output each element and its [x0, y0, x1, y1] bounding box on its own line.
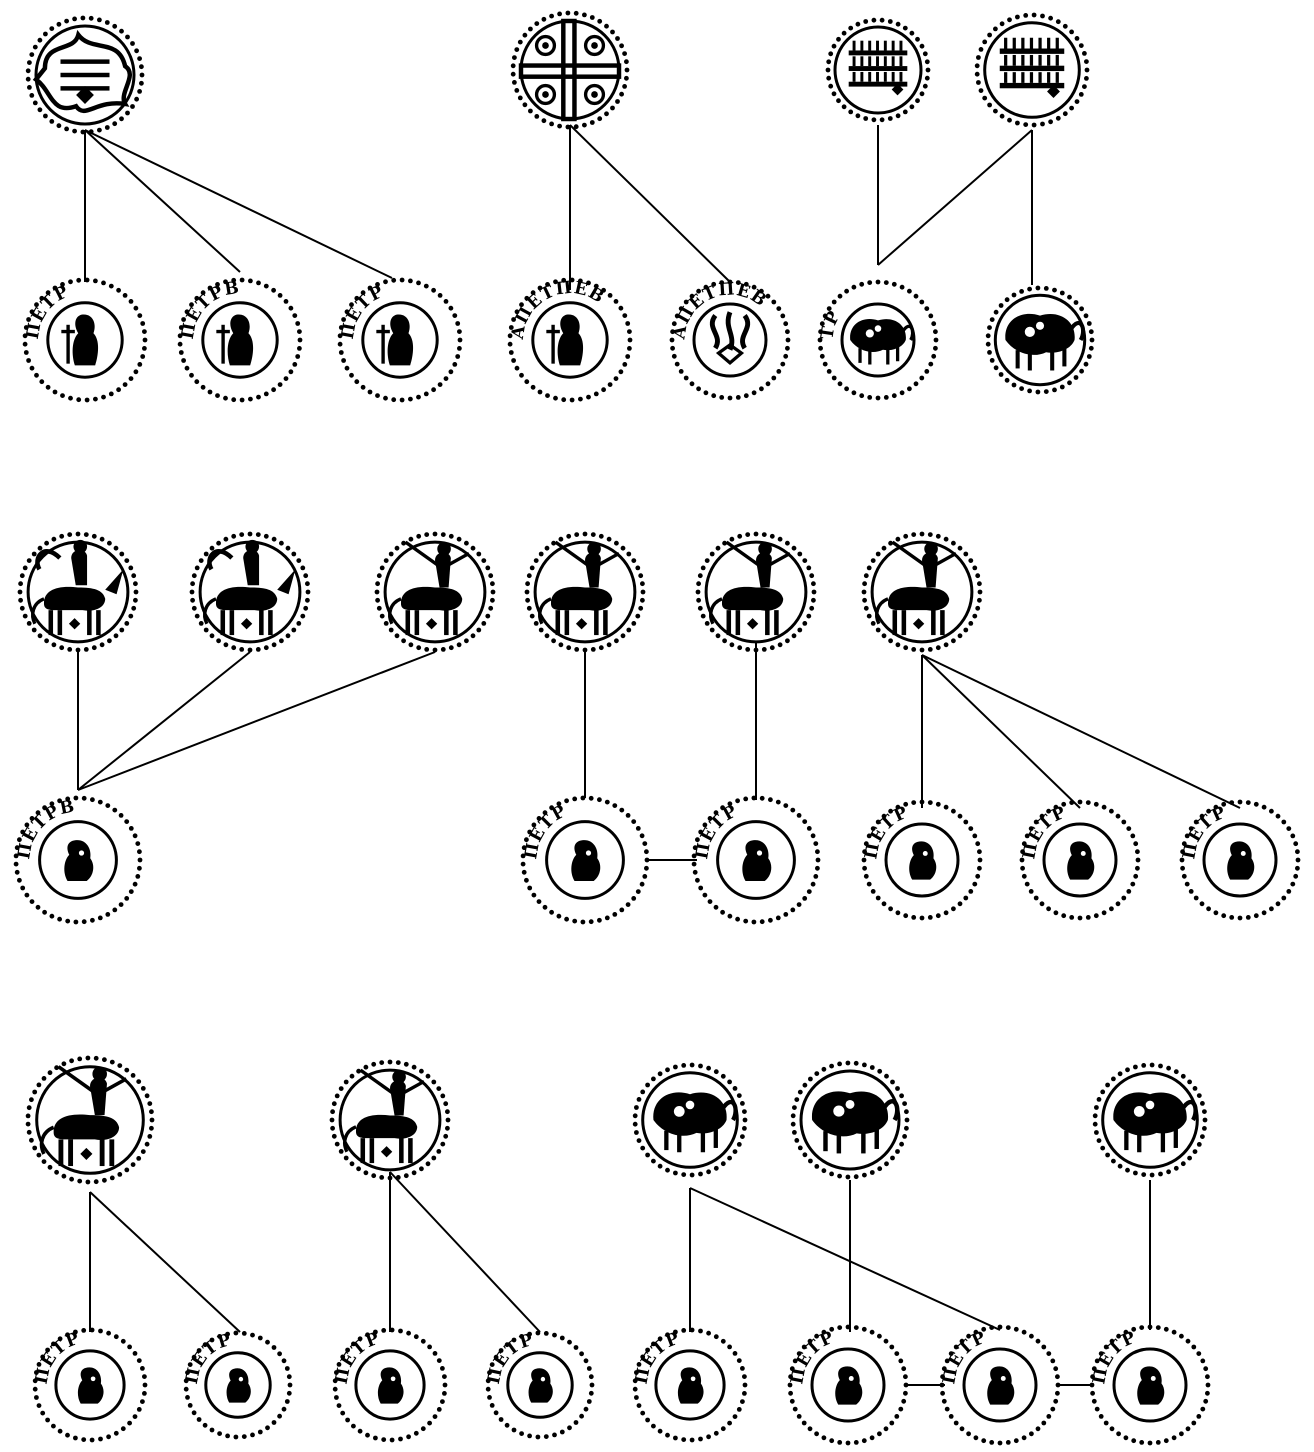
- die-link-line: [390, 1172, 540, 1332]
- coin-bust: ПЕТРВ: [14, 796, 143, 925]
- coin-ornament: [26, 16, 145, 135]
- coin-centaur: [26, 1056, 155, 1185]
- coin-script: [975, 13, 1090, 128]
- coin-bust: ПЕТР: [787, 1325, 908, 1446]
- die-links: [78, 125, 1240, 1385]
- coin-bust: ПЕТР: [861, 800, 982, 921]
- coin-centaur: [330, 1060, 451, 1181]
- die-link-line: [78, 652, 250, 790]
- coin-legend-text: ПЕТРВ: [14, 796, 77, 860]
- die-link-line: [878, 130, 1032, 265]
- coin-knot: АПЕТПЕВ: [669, 279, 790, 400]
- coin-bust: ПЕТР: [692, 796, 821, 925]
- coin-beast: [791, 1061, 910, 1180]
- coin-bust: ПЕТР: [32, 1328, 148, 1443]
- coin-bust: ПЕТР: [332, 1328, 448, 1443]
- coin-beast: [633, 1063, 748, 1178]
- die-link-line: [85, 130, 392, 278]
- coin-beast-fragment: [986, 286, 1095, 395]
- coin-bust: ПЕТР: [484, 1330, 595, 1440]
- coin-bust: ПЕТР: [1019, 800, 1140, 921]
- coin-saint: ПЕТРВ: [178, 278, 303, 403]
- coin-cross: [511, 11, 630, 130]
- coin-rider: [18, 532, 139, 653]
- coin-centaur: [375, 532, 496, 653]
- die-link-line: [85, 130, 240, 272]
- coin-saint: ПЕТР: [23, 278, 148, 403]
- die-link-line: [78, 652, 435, 790]
- coin-bust: ПЕТР: [1089, 1325, 1210, 1446]
- die-link-line: [690, 1188, 1000, 1330]
- die-link-line: [570, 125, 730, 282]
- coin-bust: ПЕТР: [521, 796, 650, 925]
- coin-bust: ПЕТР: [182, 1330, 293, 1440]
- die-link-line: [922, 655, 1080, 808]
- coin-centaur: [525, 532, 646, 653]
- coin-beast: ТР: [817, 280, 938, 401]
- coin-saint: АПЕТПЕВ: [508, 278, 633, 403]
- coin-bust: ПЕТР: [939, 1325, 1060, 1446]
- coin-legend-text: ПЕТРВ: [178, 278, 242, 341]
- coin-bust: ПЕТР: [632, 1328, 748, 1443]
- coins: ПЕТРПЕТРВПЕТРАПЕТПЕВАПЕТПЕВТРПЕТРВПЕТРПЕ…: [14, 11, 1301, 1446]
- die-link-line: [90, 1192, 240, 1332]
- coin-centaur: [862, 532, 983, 653]
- coin-script: [826, 18, 931, 122]
- die-link-line: [922, 655, 1240, 808]
- coin-saint: ПЕТР: [338, 278, 463, 403]
- coin-rider: [190, 532, 311, 653]
- coin-centaur: [696, 532, 817, 653]
- coin-bust: ПЕТР: [1179, 800, 1300, 921]
- coin-beast: [1093, 1063, 1208, 1178]
